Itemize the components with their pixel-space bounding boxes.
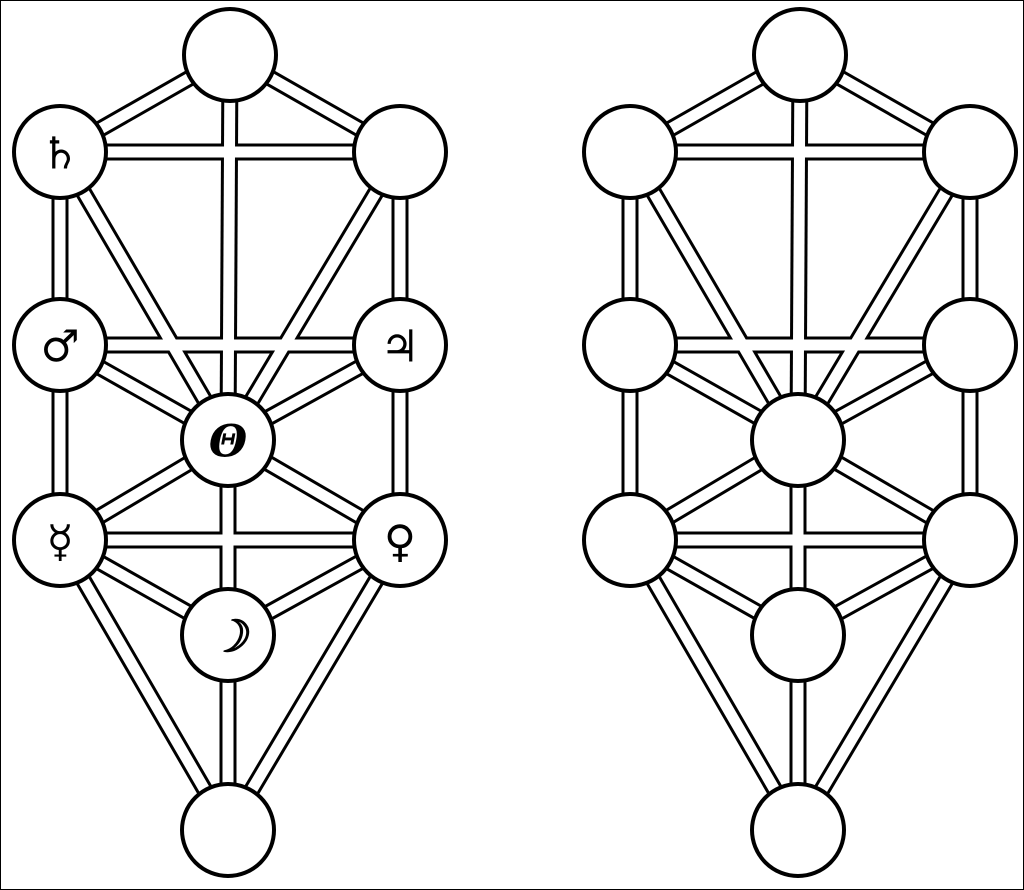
sephira-ur: [922, 104, 1018, 200]
path-fill-ul-sun: [55, 149, 233, 443]
path-fill-top-sun: [222, 54, 236, 441]
mars-symbol: ♂: [40, 322, 79, 373]
tree-of-life-left: ♄ ♂ ♃ Θ ☿ ♀ ☽: [12, 7, 448, 878]
sephira-ul: [582, 104, 678, 200]
sephira-top: [182, 7, 278, 103]
sephira-ml: [582, 297, 678, 393]
sephira-ul: [12, 104, 108, 200]
sephira-mr: [352, 297, 448, 393]
sephira-ml: [12, 297, 108, 393]
sephira-lr: [922, 492, 1018, 588]
sephira-ll: [12, 492, 108, 588]
path-fill-ll-bot: [625, 537, 803, 833]
saturn-symbol: ♄: [40, 129, 79, 180]
path-fill-ur-sun: [793, 149, 975, 443]
sephira-lr: [352, 492, 448, 588]
venus-symbol: ♀: [384, 517, 416, 568]
sephira-moon: [750, 587, 846, 683]
path-fill-lr-bot: [223, 537, 405, 833]
path-fill-ll-bot: [55, 537, 233, 833]
path-fill-lr-bot: [793, 537, 975, 833]
path-fill-top-sun: [792, 54, 806, 441]
sephira-mr: [922, 297, 1018, 393]
path-fill-ur-sun: [223, 149, 405, 443]
mercury-symbol: ☿: [46, 517, 73, 568]
jupiter-symbol: ♃: [380, 322, 419, 373]
sephira-sun: [180, 392, 276, 488]
moon-symbol: ☽: [208, 612, 250, 663]
tree-of-life-right: [582, 7, 1018, 878]
sun-symbol: Θ: [209, 417, 247, 468]
sephira-moon: [180, 587, 276, 683]
sephira-sun: [750, 392, 846, 488]
sephira-ur: [352, 104, 448, 200]
path-fill-ul-sun: [625, 149, 803, 443]
sephira-top: [752, 7, 848, 103]
sephira-ll: [582, 492, 678, 588]
sephira-bot: [180, 782, 276, 878]
sephira-bot: [750, 782, 846, 878]
